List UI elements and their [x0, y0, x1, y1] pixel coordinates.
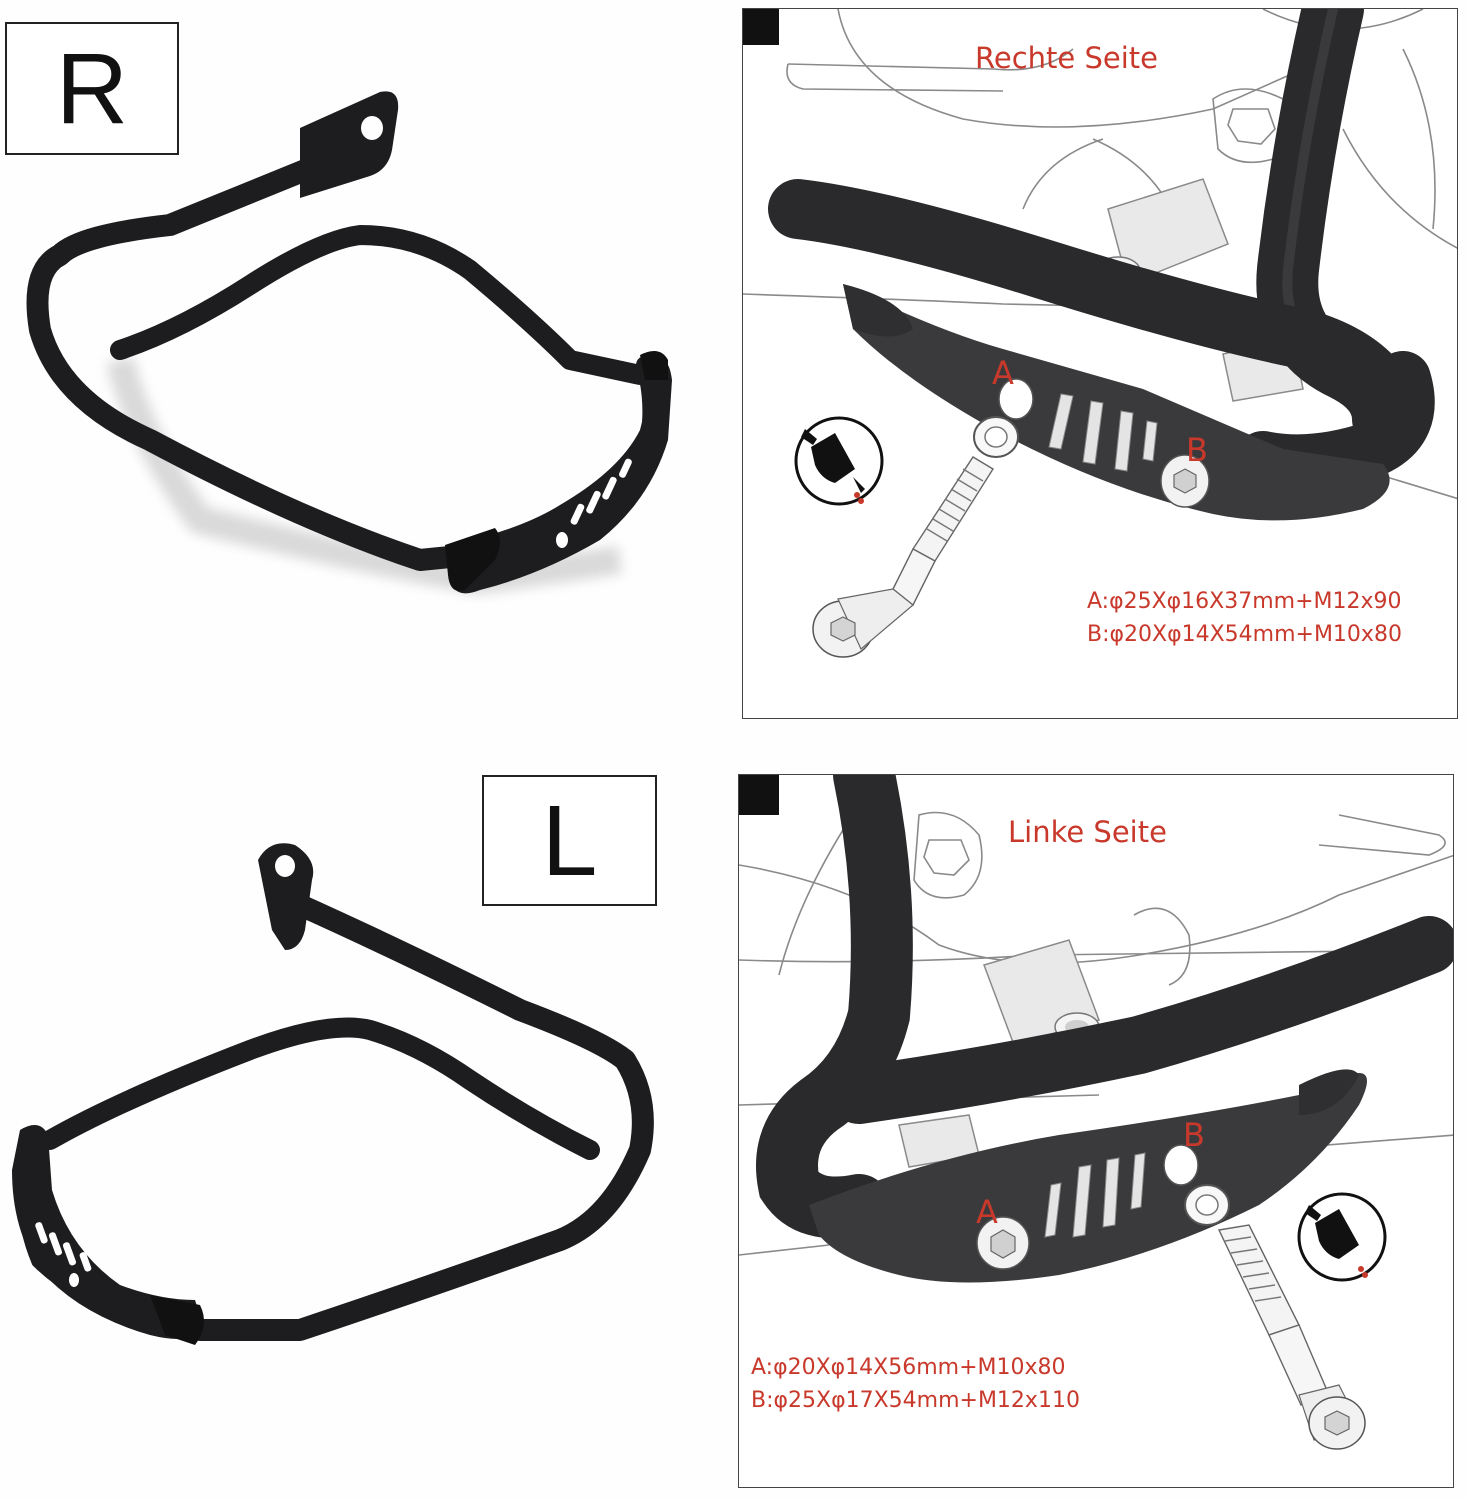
left-hole-a-label: A	[976, 1193, 998, 1231]
right-panel-title: Rechte Seite	[975, 41, 1158, 75]
right-hole-a-label: A	[992, 354, 1014, 392]
right-side-badge: R	[5, 22, 179, 155]
right-installation-diagram: Rechte Seite A B A:φ25Xφ16X37mm+M12x90 B…	[742, 8, 1458, 719]
right-spec-a: A:φ25Xφ16X37mm+M12x90	[1087, 589, 1402, 614]
right-crash-bar-photo	[26, 91, 672, 595]
left-side-badge: L	[482, 775, 657, 906]
left-side-badge-letter: L	[541, 784, 598, 897]
thread-locker-icon	[794, 416, 884, 506]
left-panel-title: Linke Seite	[1008, 815, 1167, 849]
left-crash-bar-photo	[12, 843, 654, 1345]
left-installation-diagram: Linke Seite A B A:φ20Xφ14X56mm+M10x80 B:…	[738, 774, 1454, 1488]
thread-locker-icon	[1297, 1192, 1387, 1282]
corner-marker	[739, 775, 779, 815]
right-diagram-drawing	[743, 9, 1457, 658]
right-spec-b: B:φ20Xφ14X54mm+M10x80	[1087, 622, 1402, 647]
right-hole-b-label: B	[1186, 431, 1208, 469]
corner-marker	[743, 9, 779, 45]
left-diagram-drawing	[739, 775, 1453, 1450]
right-side-badge-letter: R	[55, 32, 129, 145]
left-spec-b: B:φ25Xφ17X54mm+M12x110	[751, 1388, 1080, 1413]
left-spec-a: A:φ20Xφ14X56mm+M10x80	[751, 1355, 1066, 1380]
left-hole-b-label: B	[1183, 1116, 1205, 1154]
